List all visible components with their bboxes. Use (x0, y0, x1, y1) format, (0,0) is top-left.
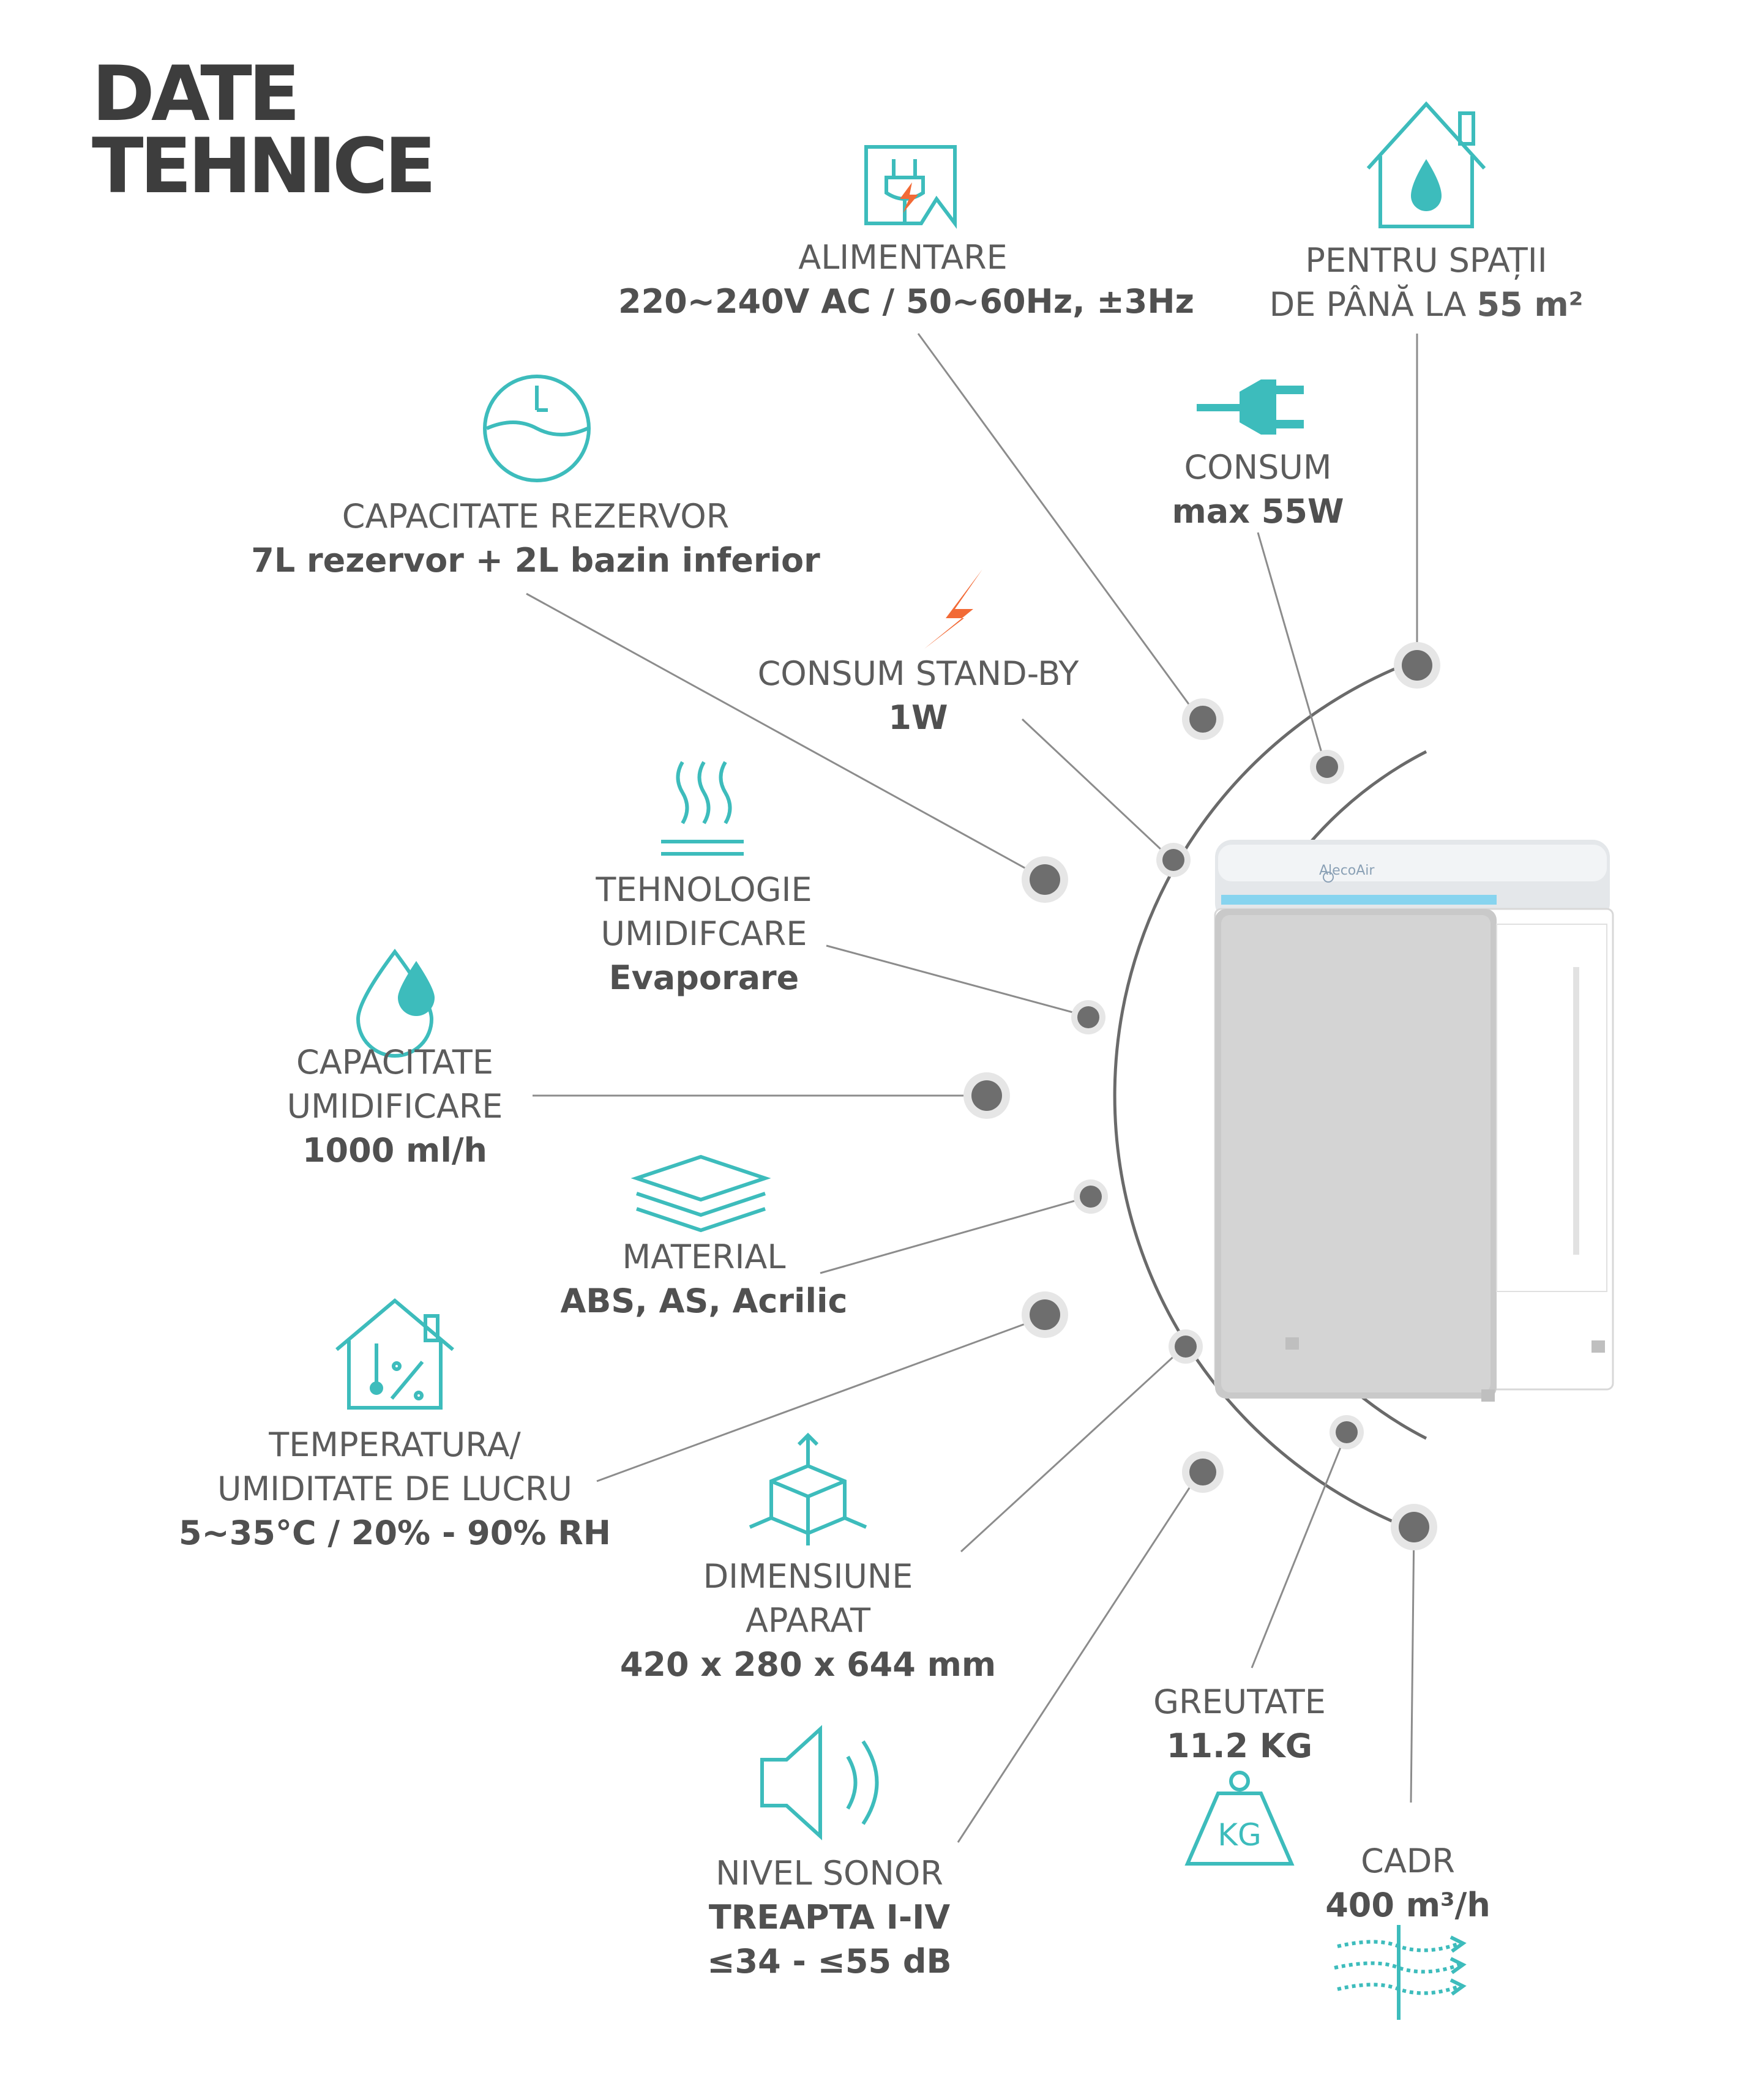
speaker-icon (760, 1725, 879, 1840)
spec-label: GREUTATE (1153, 1683, 1326, 1721)
spec-value: 420 x 280 x 644 mm (619, 1645, 997, 1684)
title-line-2: TEHNICE (92, 122, 436, 211)
spec-label: CADR (1361, 1842, 1455, 1880)
spec-standby: CONSUM STAND-BY 1W (719, 652, 1117, 740)
plug-icon (1197, 379, 1304, 435)
airflow-icon (1334, 1925, 1467, 2020)
spec-value-2: ≤34 - ≤55 dB (707, 1942, 952, 1981)
house-thermometer-icon (335, 1298, 454, 1410)
spec-rezervor: CAPACITATE REZERVOR 7L rezervor + 2L baz… (251, 495, 820, 583)
spec-value: TREAPTA I-IV (708, 1898, 951, 1937)
lightning-icon (924, 569, 982, 649)
spec-alimentare: ALIMENTARE 220~240V AC / 50~60Hz, ±3Hz (618, 236, 1194, 324)
spec-cadr: CADR 400 m³/h (1285, 1839, 1530, 1927)
spec-label-2: UMIDIFICARE (286, 1087, 503, 1126)
spec-consum: CONSUM max 55W (1139, 446, 1377, 534)
weight-kg-icon (1184, 1771, 1295, 1866)
title-line-1: DATE (92, 50, 301, 138)
spec-label: ALIMENTARE (798, 238, 1008, 277)
spec-label: TEMPERATURA/ (269, 1426, 521, 1464)
spec-material: MATERIAL ABS, AS, Acrilic (551, 1235, 857, 1323)
spec-label-2: UMIDITATE DE LUCRU (217, 1470, 572, 1508)
spec-label: NIVEL SONOR (716, 1854, 943, 1893)
spec-label: CONSUM STAND-BY (757, 654, 1079, 693)
house-water-drop-icon (1366, 101, 1486, 228)
page-title: DATE TEHNICE (92, 50, 436, 211)
humidifier-device (1214, 840, 1614, 1402)
spec-label-prefix: DE PÂNĂ LA (1269, 285, 1477, 324)
spec-value: max 55W (1172, 492, 1344, 531)
leader-lines (526, 333, 1418, 1843)
water-tank-clock-icon (483, 375, 591, 482)
connector-dots (963, 642, 1440, 1550)
outer-arc (1113, 659, 1415, 1532)
spec-label: DIMENSIUNE (703, 1557, 913, 1596)
spec-value: 11.2 KG (1166, 1727, 1313, 1765)
spec-spatii: PENTRU SPAȚII DE PÂNĂ LA 55 m² (1243, 239, 1610, 327)
spec-value: ABS, AS, Acrilic (560, 1282, 848, 1320)
spec-label-2: UMIDIFCARE (600, 914, 807, 953)
spec-label: TEHNOLOGIE (596, 870, 812, 909)
layers-icon (630, 1154, 771, 1233)
spec-value: 55 m² (1476, 285, 1584, 324)
device-brand: AlecoAir (1319, 863, 1375, 878)
box-dimensions-icon (749, 1432, 867, 1545)
spec-value: 1000 ml/h (302, 1131, 488, 1170)
spec-value: Evaporare (608, 958, 799, 997)
spec-value: 220~240V AC / 50~60Hz, ±3Hz (618, 282, 1194, 321)
spec-label: CAPACITATE (296, 1043, 494, 1082)
evaporation-icon (661, 761, 744, 856)
spec-tehnologie: TEHNOLOGIE UMIDIFCARE Evaporare (551, 868, 857, 1000)
spec-dimensiune: DIMENSIUNE APARAT 420 x 280 x 644 mm (606, 1555, 1010, 1687)
socket-icon (864, 145, 957, 229)
spec-label: CONSUM (1184, 448, 1332, 487)
spec-capacitate-umidificare: CAPACITATE UMIDIFICARE 1000 ml/h (242, 1041, 548, 1173)
spec-label: CAPACITATE REZERVOR (342, 497, 730, 536)
spec-label: PENTRU SPAȚII (1305, 241, 1547, 280)
spec-label-2: DE PÂNĂ LA 55 m² (1243, 283, 1610, 327)
spec-temperatura: TEMPERATURA/ UMIDITATE DE LUCRU 5~35°C /… (159, 1423, 630, 1555)
spec-label: MATERIAL (622, 1238, 786, 1276)
spec-value: 5~35°C / 20% - 90% RH (178, 1514, 611, 1552)
spec-greutate: GREUTATE 11.2 KG (1117, 1680, 1362, 1768)
spec-value: 7L rezervor + 2L bazin inferior (251, 541, 820, 580)
spec-nivel-sonor: NIVEL SONOR TREAPTA I-IV ≤34 - ≤55 dB (649, 1852, 1010, 1984)
weight-icon-text: KG (1218, 1817, 1262, 1853)
spec-label-2: APARAT (745, 1601, 871, 1640)
spec-value: 1W (888, 698, 948, 737)
water-drops-icon (356, 948, 435, 1058)
spec-value: 400 m³/h (1325, 1886, 1491, 1924)
